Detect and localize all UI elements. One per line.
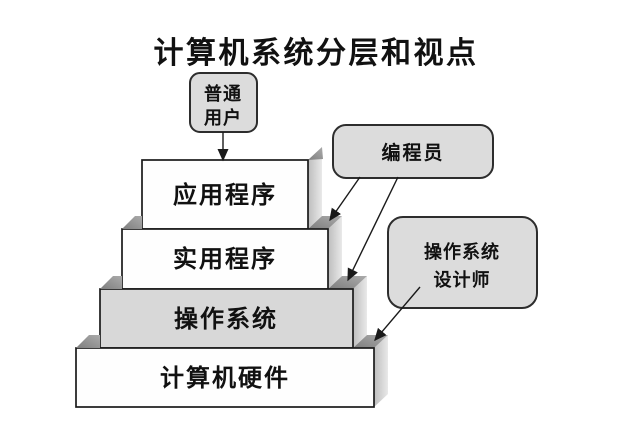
layer-hardware-label: 计算机硬件 xyxy=(160,364,290,392)
actor-ordinary-user-line1: 普通 xyxy=(204,83,242,104)
layer-utility-side-face xyxy=(328,216,342,289)
actor-programmer-box xyxy=(332,124,494,179)
layer-os-left-step xyxy=(100,276,122,289)
layer-os xyxy=(99,288,354,349)
actor-os-designer-line1: 操作系统 xyxy=(424,241,500,262)
layer-application-label: 应用程序 xyxy=(173,181,277,209)
actor-ordinary-user-line2: 用户 xyxy=(204,107,242,128)
arrow-designer-to-hardware xyxy=(374,286,421,342)
diagram-title: 计算机系统分层和视点 xyxy=(154,36,479,70)
layer-os-side-face xyxy=(353,276,367,348)
actor-programmer: 编程员 xyxy=(332,124,494,179)
layer-os-label: 操作系统 xyxy=(174,305,278,333)
layer-hardware-side-face xyxy=(374,335,388,407)
arrow-programmer-to-utility xyxy=(329,176,361,222)
layer-utility xyxy=(121,228,329,290)
layer-utility-left-step xyxy=(122,216,142,229)
layer-utility-label: 实用程序 xyxy=(173,245,277,273)
actor-programmer-label: 编程员 xyxy=(381,141,444,164)
actor-os-designer-box xyxy=(387,216,538,309)
layer-application-side-face xyxy=(308,147,322,229)
actor-ordinary-user: 普通 用户 xyxy=(189,72,258,133)
layer-hardware-left-step xyxy=(76,335,100,348)
layer-hardware xyxy=(75,347,375,408)
layer-application-top-sliver xyxy=(308,147,323,160)
actor-os-designer-line2: 设计师 xyxy=(434,269,491,290)
actor-os-designer: 操作系统 设计师 xyxy=(387,216,538,309)
arrow-programmer-to-os xyxy=(347,176,399,282)
